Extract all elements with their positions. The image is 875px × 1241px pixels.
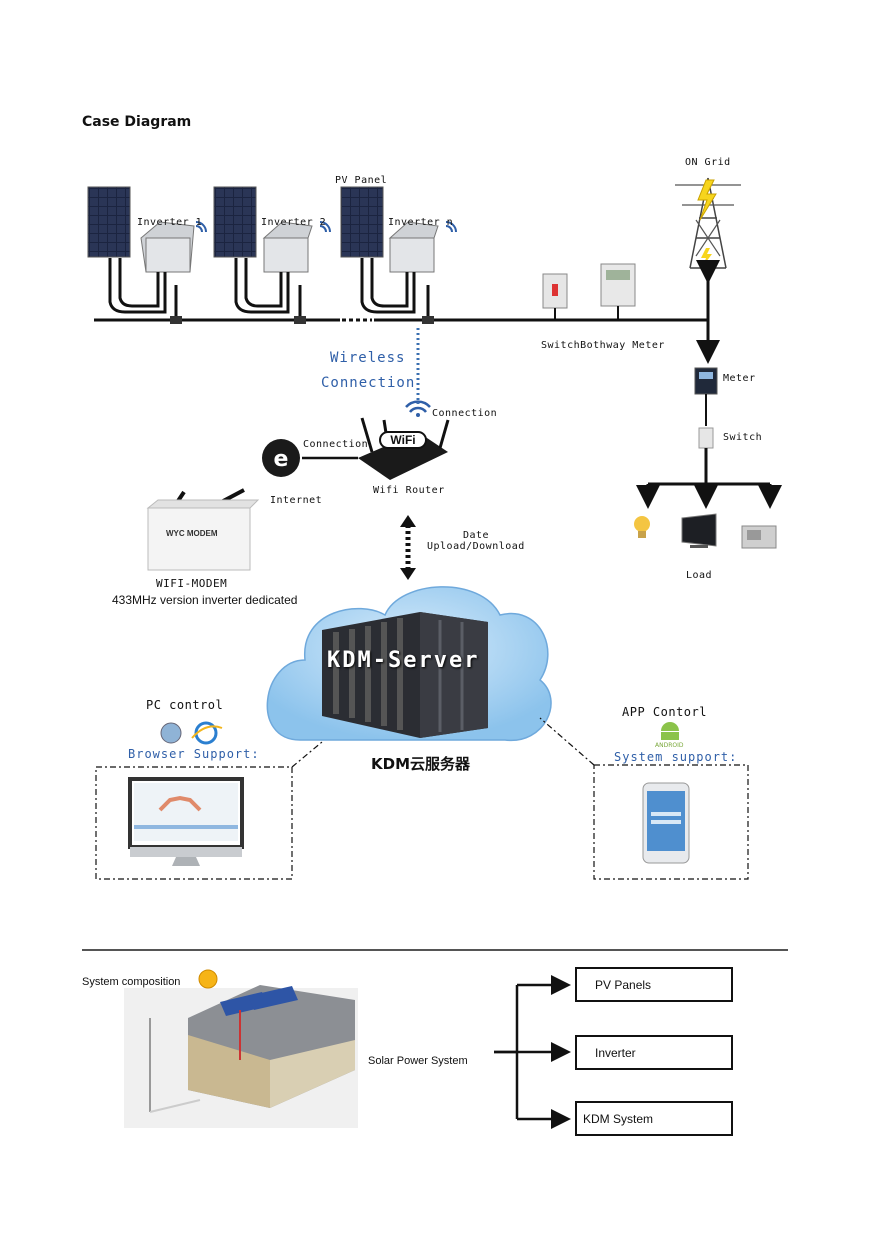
appliance-icon <box>741 525 777 549</box>
meter-label: Meter <box>723 373 756 384</box>
house-illustration <box>124 985 358 1128</box>
internet-icon: e <box>262 439 300 477</box>
internet-connection-label: Connection <box>303 439 369 450</box>
wifi-modem-label: WIFI-MODEM <box>156 577 228 590</box>
pv-panels-label: PV Panels <box>595 977 652 992</box>
system-support-label: System support: <box>614 750 738 764</box>
internet-label: Internet <box>270 495 323 506</box>
pv-panel-1 <box>87 186 131 258</box>
inverter-1 <box>108 221 207 324</box>
wifi-signal-icon <box>405 400 431 417</box>
inverter-n <box>360 221 457 324</box>
wireless-connection-label: Connection <box>321 375 416 391</box>
inverter-n-label: Inverter n <box>388 217 454 228</box>
grid-tower-icon <box>675 177 741 269</box>
pv-panel-n <box>340 186 384 258</box>
app-control-label: APP Contorl <box>622 705 707 719</box>
wifi-logo-text: WiFi <box>390 433 415 447</box>
wifi-router-label: Wifi Router <box>373 485 445 496</box>
sun-icon <box>198 969 218 989</box>
wifi-router-icon <box>358 417 450 480</box>
composition-root-label: Solar Power System <box>368 1055 468 1067</box>
pc-control-label: PC control <box>146 698 224 712</box>
light-bulb-icon <box>634 516 650 538</box>
date-label: Date <box>463 530 490 541</box>
page-title: Case Diagram <box>82 114 192 130</box>
wireless-label: Wireless <box>330 350 406 366</box>
wifi-modem-icon <box>146 488 260 571</box>
switch-bothway-meter-label: SwitchBothway Meter <box>541 340 665 351</box>
on-grid-label: ON Grid <box>685 157 731 168</box>
switch-label: Switch <box>723 432 763 443</box>
kdm-system-box: KDM System <box>575 1101 733 1136</box>
pc-dashed-frame <box>95 741 323 880</box>
kdm-cloud-label: KDM云服务器 <box>371 755 471 773</box>
inverter-box: Inverter <box>575 1035 733 1070</box>
modem-note: 433MHz version inverter dedicated <box>112 593 298 607</box>
kdm-server-label: KDM-Server <box>327 648 480 673</box>
tv-icon <box>681 513 717 548</box>
app-dashed-frame <box>539 717 749 880</box>
inverter-2 <box>234 221 331 324</box>
modem-brand-label: WYC MODEM <box>166 529 218 538</box>
load-label: Load <box>686 570 713 581</box>
browser-support-label: Browser Support: <box>128 747 260 761</box>
android-icon <box>661 722 679 740</box>
imac-icon <box>128 777 244 866</box>
kdm-system-label: KDM System <box>583 1111 654 1126</box>
bus-switch-icon <box>542 273 568 320</box>
safari-icon <box>160 722 182 744</box>
composition-title: System composition <box>82 976 181 988</box>
inverter-2-label: Inverter 2 <box>261 217 327 228</box>
svg-text:e: e <box>274 447 289 472</box>
upload-download-label: Upload/Download <box>427 541 525 552</box>
server-rack-icon <box>322 612 488 738</box>
android-label: ANDROID <box>655 742 684 749</box>
inverter-label: Inverter <box>595 1045 636 1060</box>
bothway-meter-icon <box>600 263 636 320</box>
ie-icon <box>191 721 223 745</box>
pv-panel-2 <box>213 186 257 258</box>
meter-icon <box>694 367 718 395</box>
pv-panel-label: PV Panel <box>335 175 388 186</box>
wifi-connection-label: Connection <box>432 408 498 419</box>
smartphone-icon <box>642 782 690 864</box>
load-switch-icon <box>698 427 714 449</box>
upload-download-arrow <box>400 515 416 580</box>
inverter-1-label: Inverter 1 <box>137 217 203 228</box>
pv-panels-box: PV Panels <box>575 967 733 1002</box>
